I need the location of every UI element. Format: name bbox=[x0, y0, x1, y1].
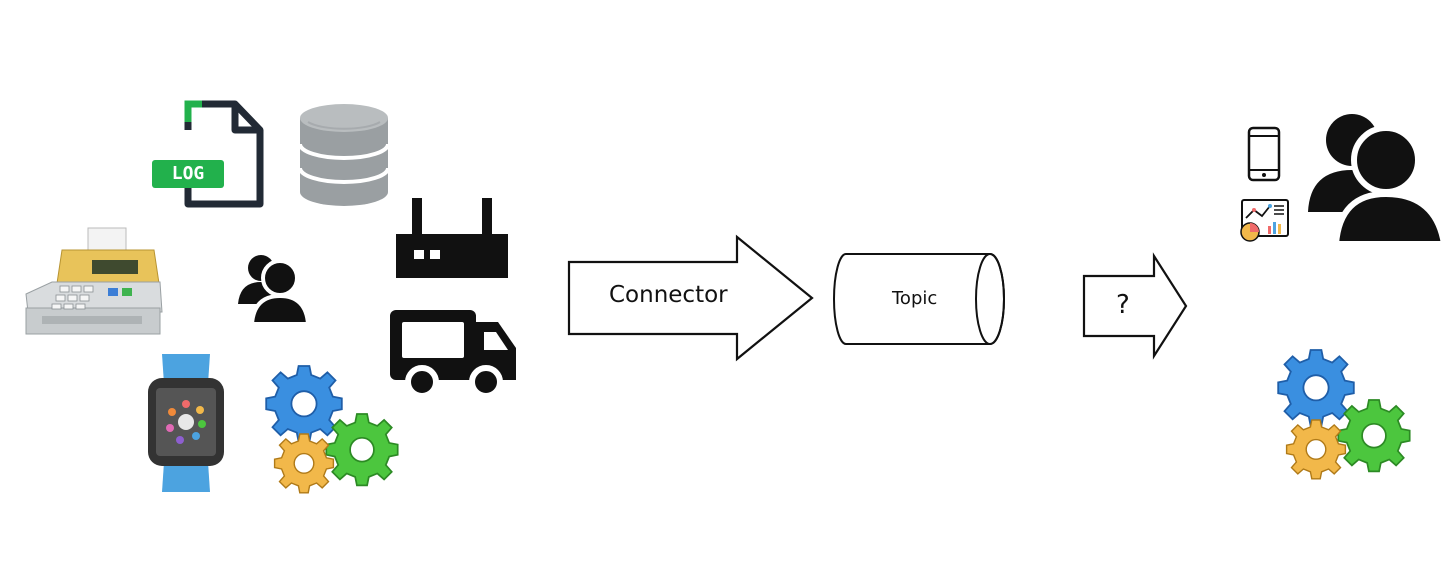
smartwatch-icon bbox=[146, 354, 226, 494]
truck-icon bbox=[388, 308, 518, 400]
topic-label: Topic bbox=[892, 288, 938, 309]
analytics-dashboard-icon bbox=[1238, 198, 1292, 242]
unknown-label: ? bbox=[1116, 290, 1130, 320]
cash-register-icon bbox=[22, 227, 164, 338]
unknown-arrow: ? bbox=[1082, 252, 1190, 360]
users-icon bbox=[236, 252, 311, 326]
gears-icon bbox=[265, 365, 406, 496]
smartphone-icon bbox=[1247, 126, 1281, 182]
gears-icon bbox=[1277, 348, 1418, 482]
router-icon bbox=[394, 198, 510, 280]
database-icon bbox=[298, 102, 390, 210]
users-icon bbox=[1306, 112, 1448, 247]
log-file-icon: LOG bbox=[150, 98, 265, 212]
connector-arrow: Connector bbox=[566, 234, 816, 362]
topic-cylinder: Topic bbox=[832, 252, 1008, 346]
log-badge-label: LOG bbox=[171, 163, 205, 184]
connector-label: Connector bbox=[609, 282, 728, 308]
